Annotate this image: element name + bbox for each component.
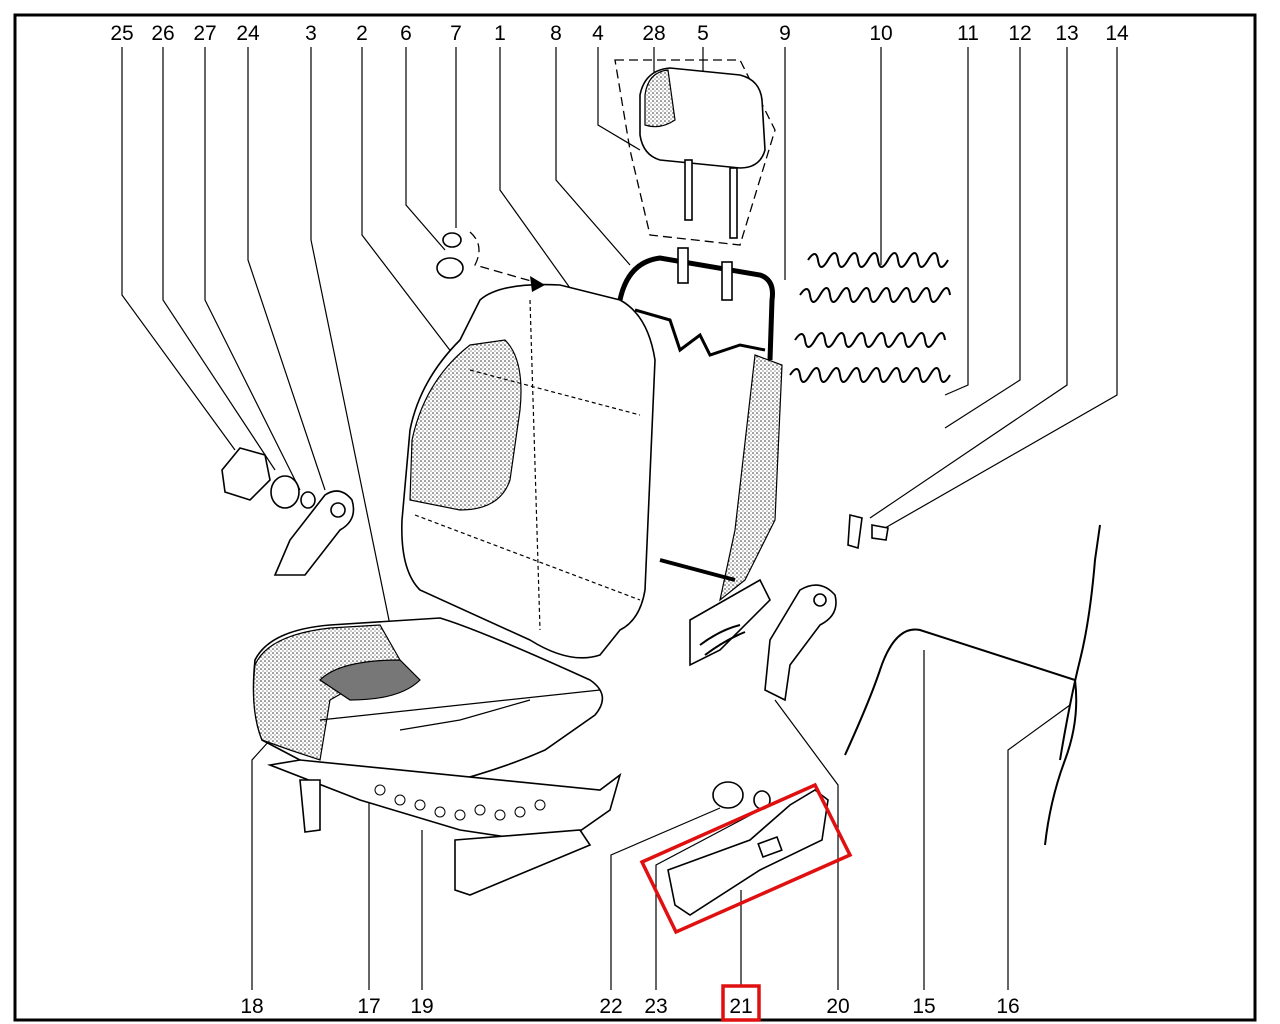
side-trim-panel-21[interactable]	[667, 789, 829, 916]
callout-19[interactable]: 19	[410, 995, 433, 1018]
backrest-cushion[interactable]	[401, 283, 656, 659]
headrest[interactable]	[614, 59, 776, 246]
callout-18[interactable]: 18	[240, 995, 263, 1018]
callout-11[interactable]: 11	[957, 22, 979, 45]
callout-20[interactable]: 20	[826, 995, 849, 1018]
callout-22[interactable]: 22	[599, 995, 622, 1018]
seat-frame[interactable]	[266, 759, 622, 896]
small-parts	[221, 231, 889, 810]
highlight-label-box	[721, 984, 761, 1022]
top-callout-labels: 25 26 27 24 3 2 6 7 1 8 4 28 5 9 10 11 1…	[110, 22, 1129, 45]
backrest-frame[interactable]	[617, 247, 783, 667]
callout-17[interactable]: 17	[357, 995, 380, 1018]
callout-13[interactable]: 13	[1055, 22, 1078, 45]
callout-14[interactable]: 14	[1105, 22, 1129, 45]
callout-26[interactable]: 26	[151, 22, 174, 45]
callout-28[interactable]: 28	[642, 22, 665, 45]
callout-4[interactable]: 4	[592, 22, 604, 45]
callout-21[interactable]: 21	[729, 995, 752, 1018]
callout-23[interactable]: 23	[644, 995, 667, 1018]
callout-7[interactable]: 7	[450, 22, 462, 45]
callout-10[interactable]: 10	[869, 22, 892, 45]
callout-24[interactable]: 24	[236, 22, 260, 45]
callout-2[interactable]: 2	[356, 22, 368, 45]
frame-holes	[374, 784, 546, 821]
callout-8[interactable]: 8	[550, 22, 562, 45]
seat-springs[interactable]	[789, 252, 951, 383]
callout-15[interactable]: 15	[912, 995, 935, 1018]
bottom-callout-labels: 18 17 19 22 23 21 20 15 16	[240, 995, 1019, 1018]
callout-5[interactable]: 5	[697, 22, 709, 45]
callout-9[interactable]: 9	[779, 22, 791, 45]
leader-lines	[121, 47, 1118, 990]
diagram-border	[13, 13, 1257, 1022]
release-cables	[844, 524, 1101, 846]
highlight-frame	[639, 782, 853, 935]
callout-3[interactable]: 3	[305, 22, 317, 45]
callout-27[interactable]: 27	[193, 22, 216, 45]
callout-6[interactable]: 6	[400, 22, 412, 45]
callout-25[interactable]: 25	[110, 22, 133, 45]
callout-1[interactable]: 1	[494, 22, 506, 45]
seat-cushion[interactable]	[252, 617, 604, 791]
callout-12[interactable]: 12	[1008, 22, 1031, 45]
callout-16[interactable]: 16	[996, 995, 1019, 1018]
